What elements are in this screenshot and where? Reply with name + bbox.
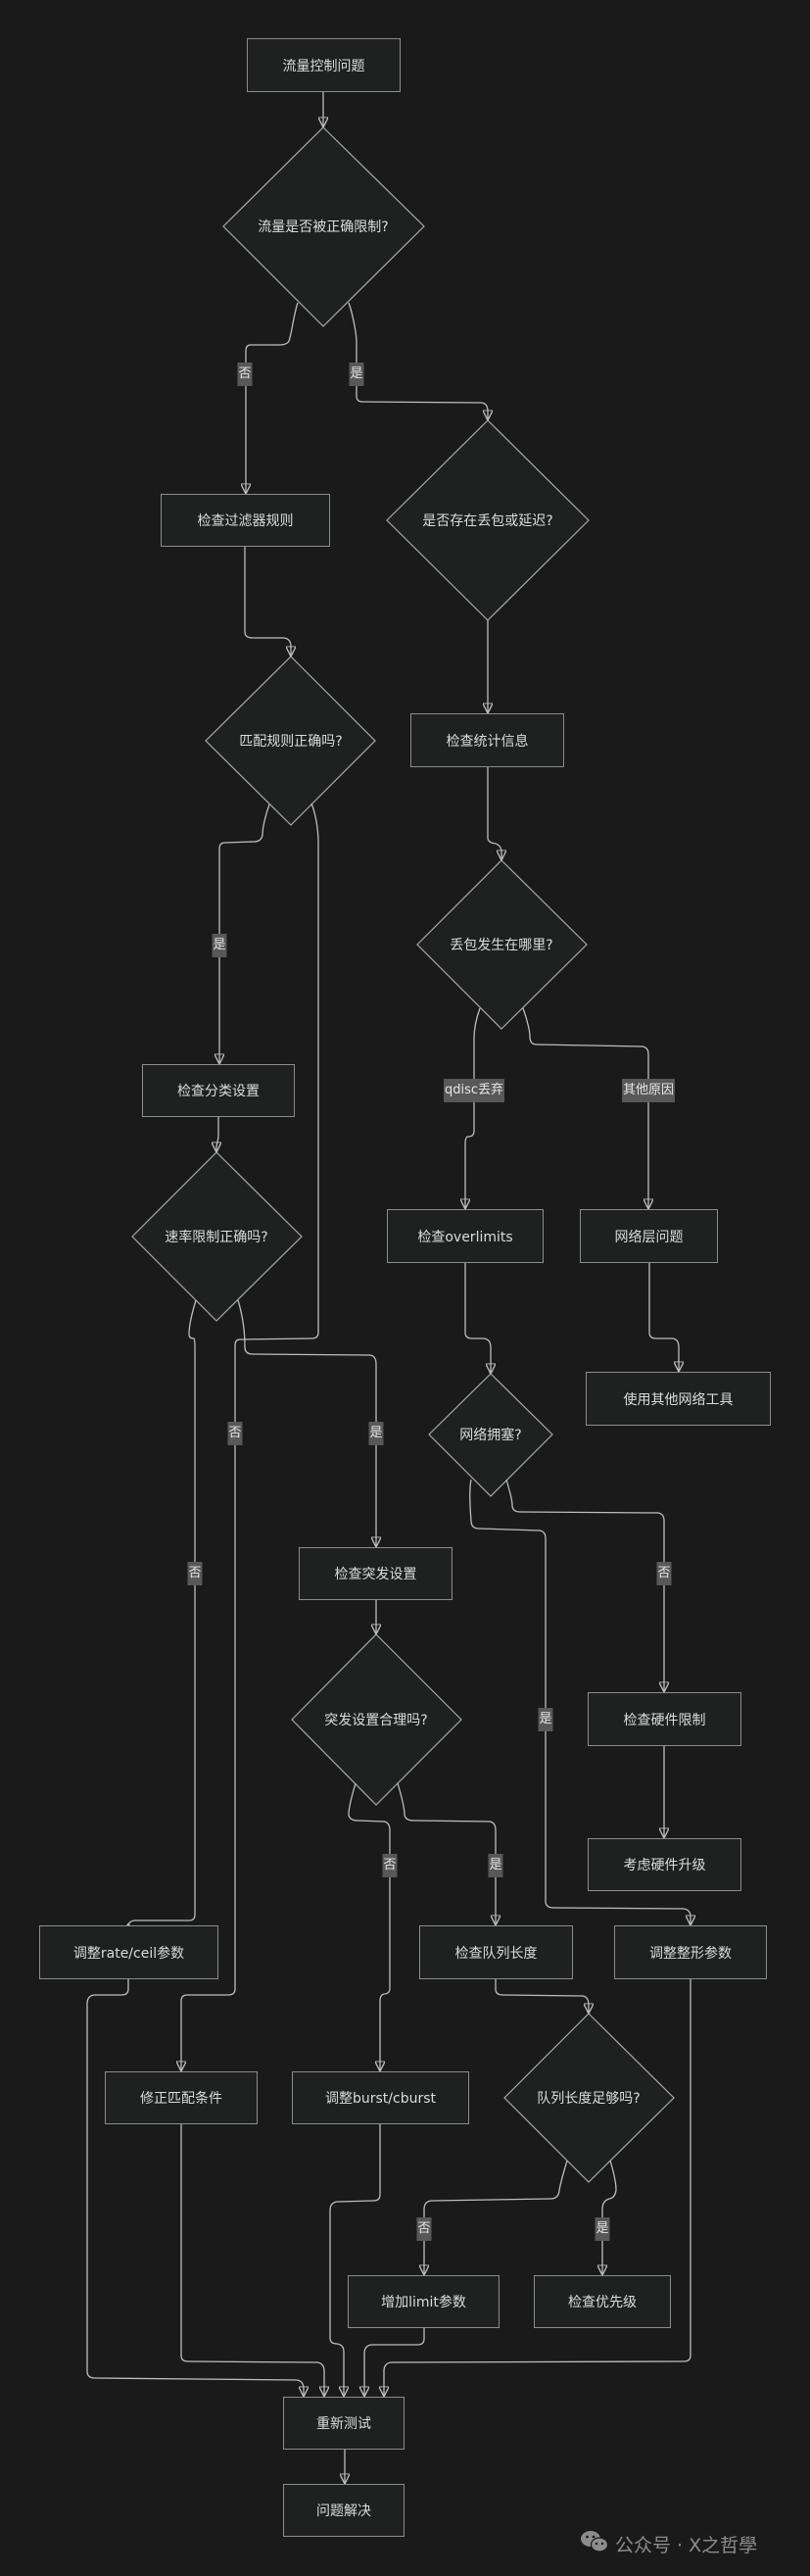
edge-label-rate-yes: 是 xyxy=(368,1422,384,1445)
decision-rate: 速率限制正确吗? xyxy=(165,1230,268,1245)
decision-burst-shape xyxy=(291,1633,462,1806)
node-check-burst: 检查突发设置 xyxy=(299,1547,453,1600)
wechat-icon xyxy=(580,2530,609,2558)
decision-queue: 队列长度足够吗? xyxy=(537,2091,641,2107)
watermark-text: 公众号 · X之哲學 xyxy=(615,2535,758,2556)
node-hardware-upgrade: 考虑硬件升级 xyxy=(588,1838,741,1891)
edge-label-congestion-yes: 是 xyxy=(538,1708,553,1731)
node-network-layer: 网络层问题 xyxy=(580,1209,718,1263)
node-fix-match: 修正匹配条件 xyxy=(105,2071,258,2124)
node-increase-limit: 增加limit参数 xyxy=(348,2275,500,2328)
decision-limited: 流量是否被正确限制? xyxy=(258,219,389,235)
node-other-tools: 使用其他网络工具 xyxy=(586,1372,771,1426)
edge-label-drop-qdisc: qdisc丢弃 xyxy=(443,1079,505,1102)
watermark: 公众号 · X之哲學 xyxy=(580,2530,757,2558)
decision-rate-shape xyxy=(131,1151,303,1322)
decision-queue-shape xyxy=(503,2013,675,2183)
node-start: 流量控制问题 xyxy=(247,38,401,92)
decision-burst: 突发设置合理吗? xyxy=(324,1713,428,1728)
node-check-class: 检查分类设置 xyxy=(142,1064,295,1117)
edge-label-queue-no: 否 xyxy=(416,2217,432,2241)
edge-label-match-yes: 是 xyxy=(212,934,227,957)
edge-label-limited-no: 否 xyxy=(237,363,253,386)
decision-match: 匹配规则正确吗? xyxy=(239,734,343,750)
edge-label-burst-no: 否 xyxy=(382,1854,398,1877)
decision-where-drop-shape xyxy=(416,859,588,1030)
decision-congestion: 网络拥塞? xyxy=(459,1428,522,1443)
edge-label-burst-yes: 是 xyxy=(488,1854,503,1877)
decision-congestion-shape xyxy=(428,1373,553,1497)
decision-limited-shape xyxy=(222,126,425,327)
node-adjust-burst: 调整burst/cburst xyxy=(292,2071,469,2124)
edge-label-match-no: 否 xyxy=(227,1422,243,1445)
node-check-hardware: 检查硬件限制 xyxy=(588,1692,741,1746)
node-check-priority: 检查优先级 xyxy=(534,2275,671,2328)
node-retest: 重新测试 xyxy=(283,2397,405,2450)
node-solved: 问题解决 xyxy=(283,2484,405,2537)
node-check-queue: 检查队列长度 xyxy=(419,1925,573,1979)
node-check-filter: 检查过滤器规则 xyxy=(161,494,330,547)
edge-label-queue-yes: 是 xyxy=(595,2217,610,2241)
edge-label-limited-yes: 是 xyxy=(349,363,364,386)
decision-where-drop: 丢包发生在哪里? xyxy=(450,938,553,953)
edge-label-drop-other: 其他原因 xyxy=(621,1079,676,1102)
decision-loss-delay: 是否存在丢包或延迟? xyxy=(422,513,553,529)
edge-label-congestion-no: 否 xyxy=(656,1562,672,1585)
node-check-overlimits: 检查overlimits xyxy=(387,1209,544,1263)
edge-label-rate-no: 否 xyxy=(187,1562,203,1585)
node-adjust-shaping: 调整整形参数 xyxy=(614,1925,767,1979)
node-adjust-rate: 调整rate/ceil参数 xyxy=(39,1925,218,1979)
decision-match-shape xyxy=(205,656,376,826)
node-check-stats: 检查统计信息 xyxy=(410,713,564,767)
